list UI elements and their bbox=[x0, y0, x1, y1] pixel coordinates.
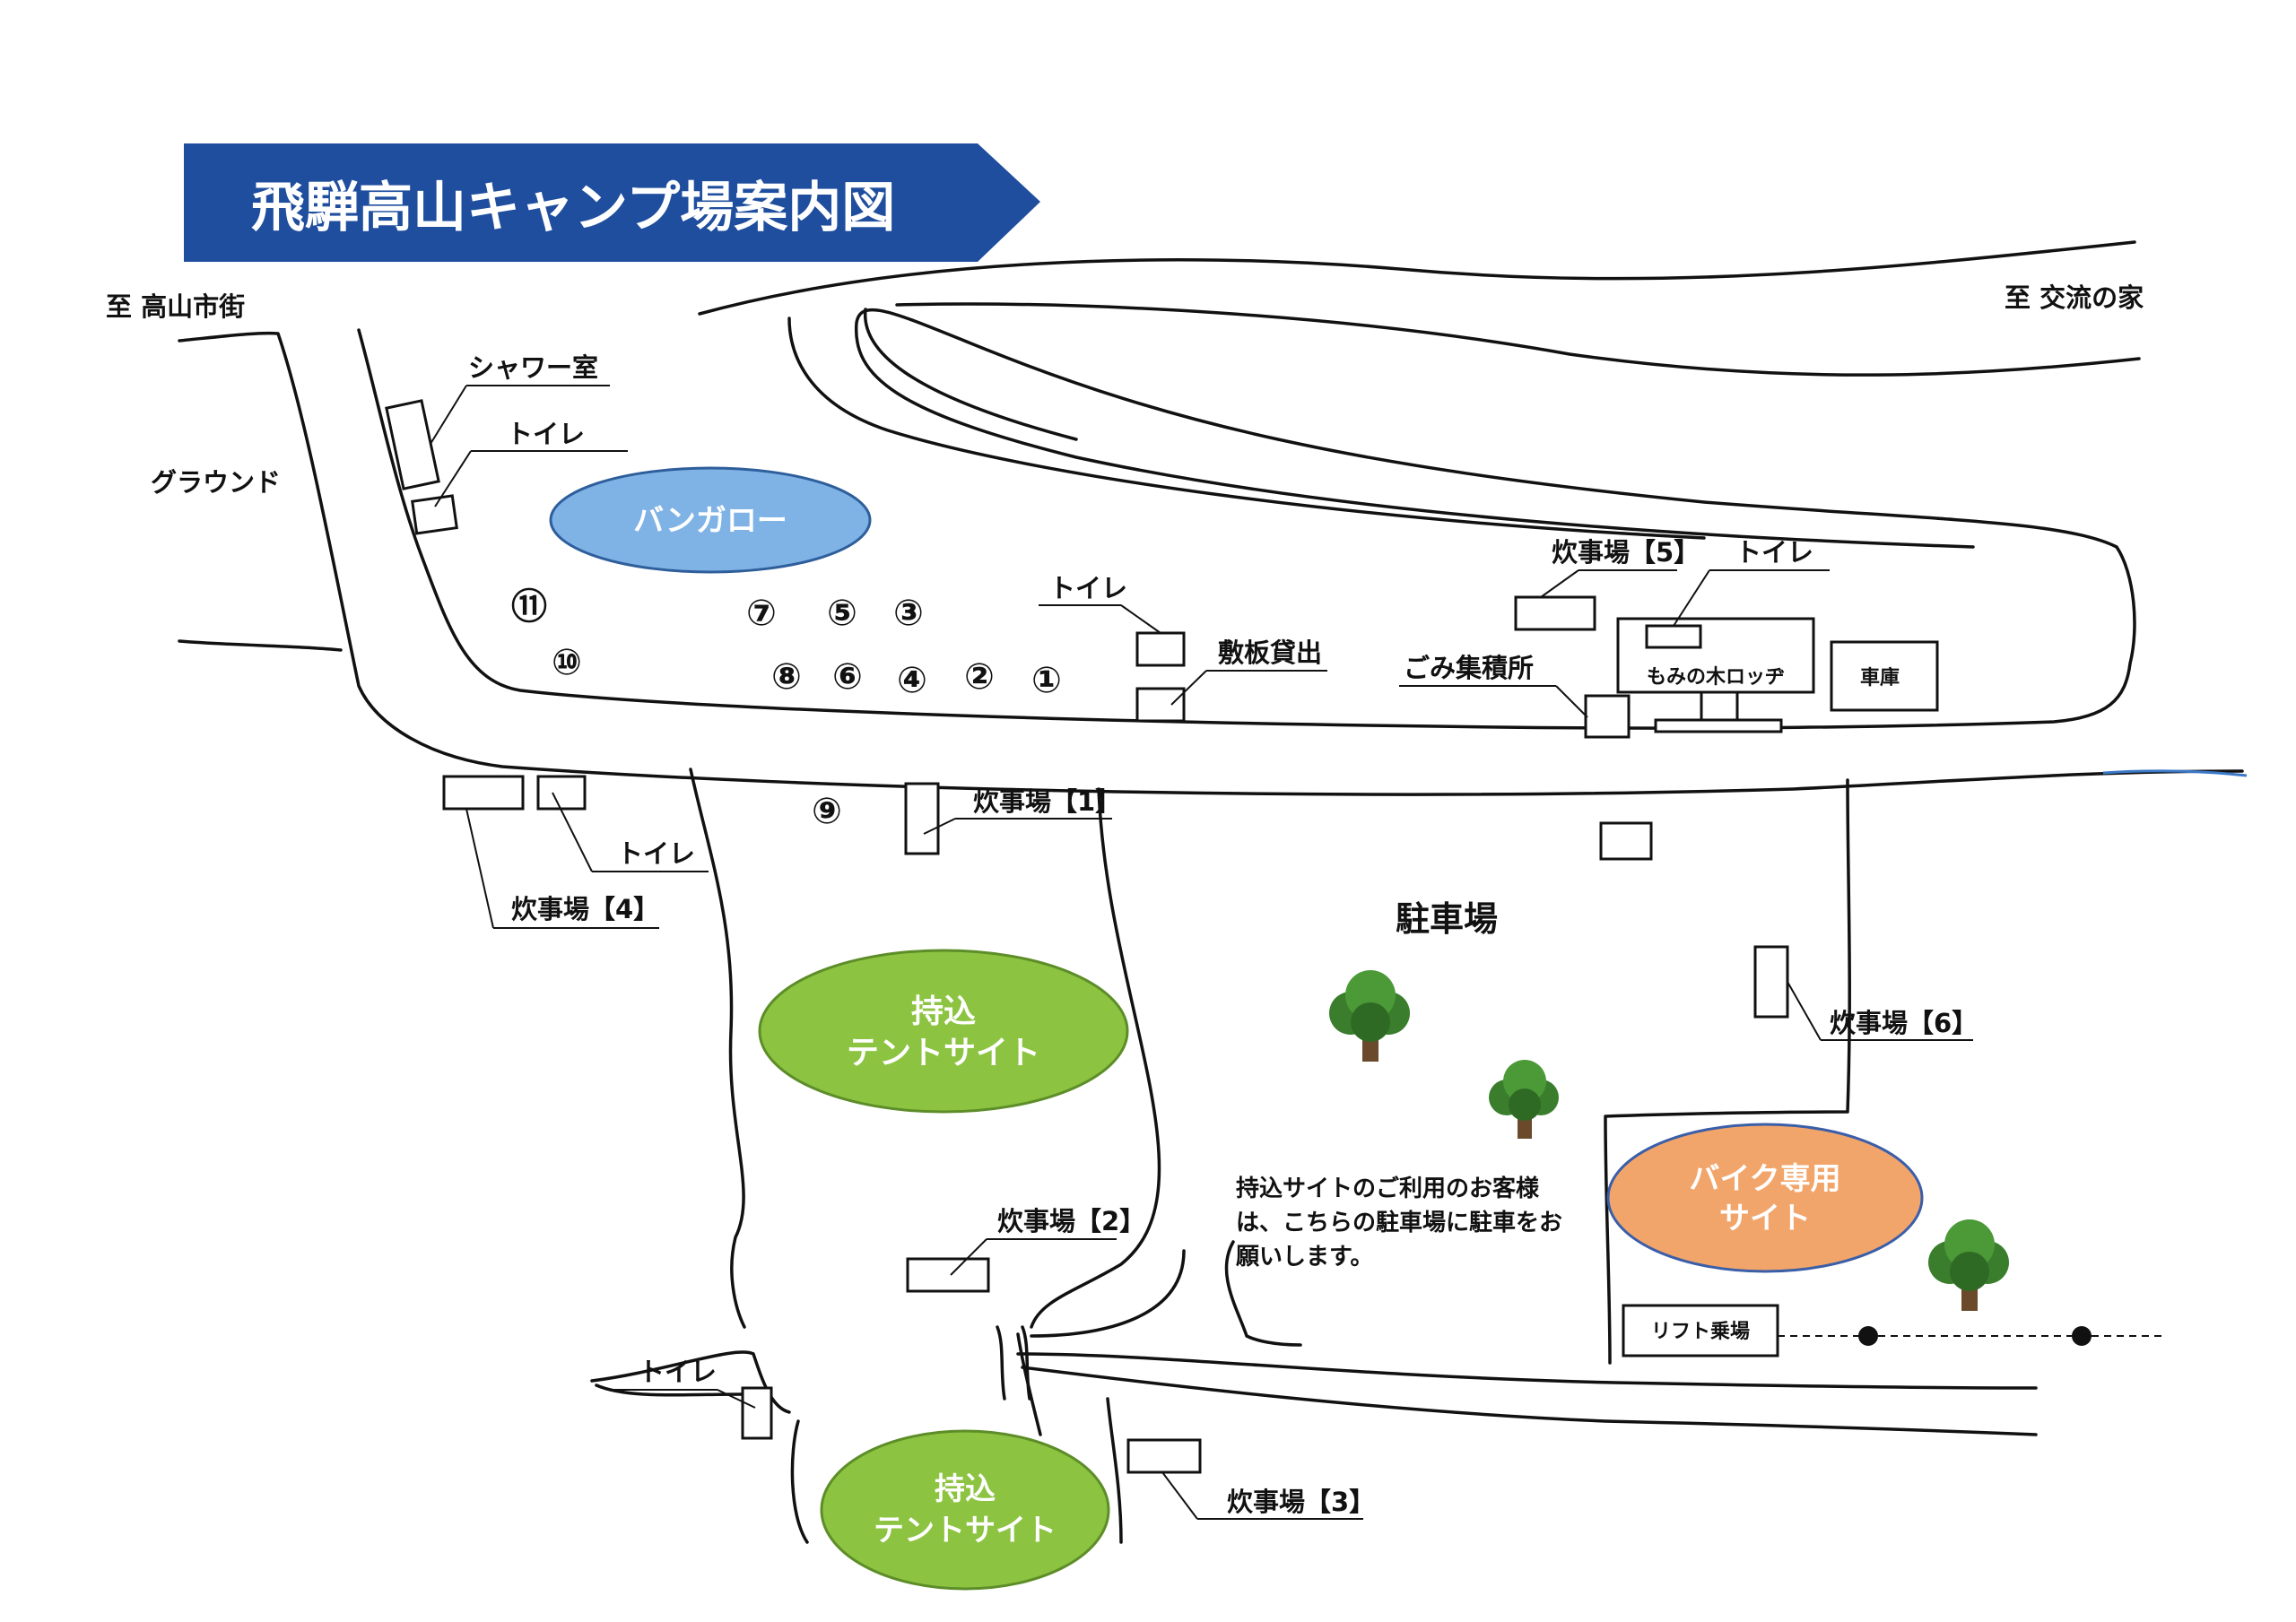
title-banner: 飛騨高山キャンプ場案内図 bbox=[184, 143, 1040, 262]
lodge: トイレ もみの木ロッヂ bbox=[1616, 537, 1830, 733]
shower-facility: シャワー室 bbox=[385, 352, 610, 490]
bungalow-8: ⑧ bbox=[771, 656, 802, 698]
toilet-left-lower: トイレ bbox=[536, 775, 709, 872]
stream bbox=[2102, 769, 2248, 777]
board-rental: 敷板貸出 bbox=[1135, 638, 1327, 723]
tent-site-lower-line1: 持込 bbox=[935, 1471, 996, 1507]
kitchen-2: 炊事場【2】 bbox=[906, 1206, 1145, 1293]
kitchen-4: 炊事場【4】 bbox=[442, 775, 659, 929]
direction-to-exchange-house: 至 交流の家 bbox=[2005, 282, 2144, 313]
bungalow-6: ⑥ bbox=[832, 656, 863, 698]
parking-note-line1: 持込サイトのご利用のお客様 bbox=[1236, 1175, 1540, 1202]
bungalow-11: ⑪ bbox=[511, 586, 547, 628]
parking-structure bbox=[1599, 821, 1653, 861]
roads bbox=[178, 240, 2244, 1544]
tree-icon bbox=[1329, 970, 1410, 1062]
kitchen-5-label: 炊事場【5】 bbox=[1552, 537, 1700, 568]
bungalow-9: ⑨ bbox=[812, 791, 842, 832]
map-title: 飛騨高山キャンプ場案内図 bbox=[251, 177, 895, 239]
toilet-left-lower-label: トイレ bbox=[617, 838, 695, 869]
kitchen-3: 炊事場【3】 bbox=[1126, 1438, 1375, 1520]
bungalow-5: ⑤ bbox=[827, 593, 857, 634]
shower-label: シャワー室 bbox=[468, 352, 598, 383]
parking-note: 持込サイトのご利用のお客様 は、こちらの駐車場に駐車をお 願いします。 bbox=[1236, 1175, 1562, 1271]
toilet-top-left: トイレ bbox=[411, 419, 628, 535]
toilet-center: トイレ bbox=[1039, 573, 1186, 667]
kitchen-6: 炊事場【6】 bbox=[1753, 945, 1978, 1041]
bungalow-1: ① bbox=[1031, 660, 1062, 701]
lift-station-dot-icon bbox=[2072, 1326, 2092, 1346]
tent-site-upper: 持込 テントサイト bbox=[758, 949, 1129, 1114]
tree-icon bbox=[1489, 1060, 1559, 1139]
lift-station: リフト乗場 bbox=[1622, 1304, 2161, 1357]
ground-label: グラウンド bbox=[151, 467, 281, 498]
bungalow-10: ⑩ bbox=[552, 642, 582, 683]
garage-label: 車庫 bbox=[1860, 666, 1900, 690]
lift-label: リフト乗場 bbox=[1651, 1321, 1750, 1343]
board-rental-label: 敷板貸出 bbox=[1218, 638, 1322, 668]
bike-site-line1: バイク専用 bbox=[1689, 1161, 1840, 1197]
bungalow-3: ③ bbox=[893, 593, 924, 634]
kitchen-6-label: 炊事場【6】 bbox=[1830, 1008, 1978, 1038]
tree-icon bbox=[1928, 1219, 2009, 1311]
kitchen-2-label: 炊事場【2】 bbox=[997, 1206, 1145, 1236]
bungalow-label: バンガロー bbox=[633, 503, 787, 539]
toilet-lower-label: トイレ bbox=[639, 1357, 717, 1387]
parking-note-line2: は、こちらの駐車場に駐車をお bbox=[1236, 1210, 1562, 1236]
kitchen-5: 炊事場【5】 bbox=[1514, 537, 1700, 631]
bike-site: バイク専用 サイト bbox=[1606, 1123, 1924, 1273]
tent-site-upper-line2: テントサイト bbox=[847, 1035, 1040, 1071]
lodge-label: もみの木ロッヂ bbox=[1647, 666, 1785, 689]
toilet-lodge-label: トイレ bbox=[1735, 537, 1813, 568]
toilet-lower: トイレ bbox=[607, 1357, 773, 1440]
bungalow-4: ④ bbox=[897, 660, 927, 701]
parking-note-line3: 願いします。 bbox=[1236, 1244, 1373, 1271]
kitchen-1-label: 炊事場【1】 bbox=[973, 786, 1121, 817]
kitchen-4-label: 炊事場【4】 bbox=[511, 894, 659, 924]
toilet-center-label: トイレ bbox=[1049, 573, 1127, 603]
parking-label: 駐車場 bbox=[1396, 899, 1498, 939]
kitchen-3-label: 炊事場【3】 bbox=[1227, 1487, 1375, 1517]
toilet-top-left-label: トイレ bbox=[507, 419, 585, 449]
garbage-station: ごみ集積所 bbox=[1399, 653, 1631, 739]
kitchen-1: 炊事場【1】 bbox=[904, 782, 1121, 855]
garage: 車庫 bbox=[1830, 640, 1939, 712]
direction-to-town: 至 高山市街 bbox=[106, 291, 245, 322]
bike-site-line2: サイト bbox=[1719, 1201, 1811, 1236]
tent-site-lower-line2: テントサイト bbox=[874, 1513, 1057, 1548]
bungalow-2: ② bbox=[964, 656, 995, 698]
bungalow-7: ⑦ bbox=[746, 593, 777, 634]
tent-site-upper-line1: 持込 bbox=[911, 993, 976, 1030]
lift-station-dot-icon bbox=[1858, 1326, 1878, 1346]
bungalow-area: バンガロー bbox=[549, 466, 872, 574]
garbage-label: ごみ集積所 bbox=[1404, 653, 1534, 683]
tent-site-lower: 持込 テントサイト bbox=[820, 1429, 1110, 1591]
